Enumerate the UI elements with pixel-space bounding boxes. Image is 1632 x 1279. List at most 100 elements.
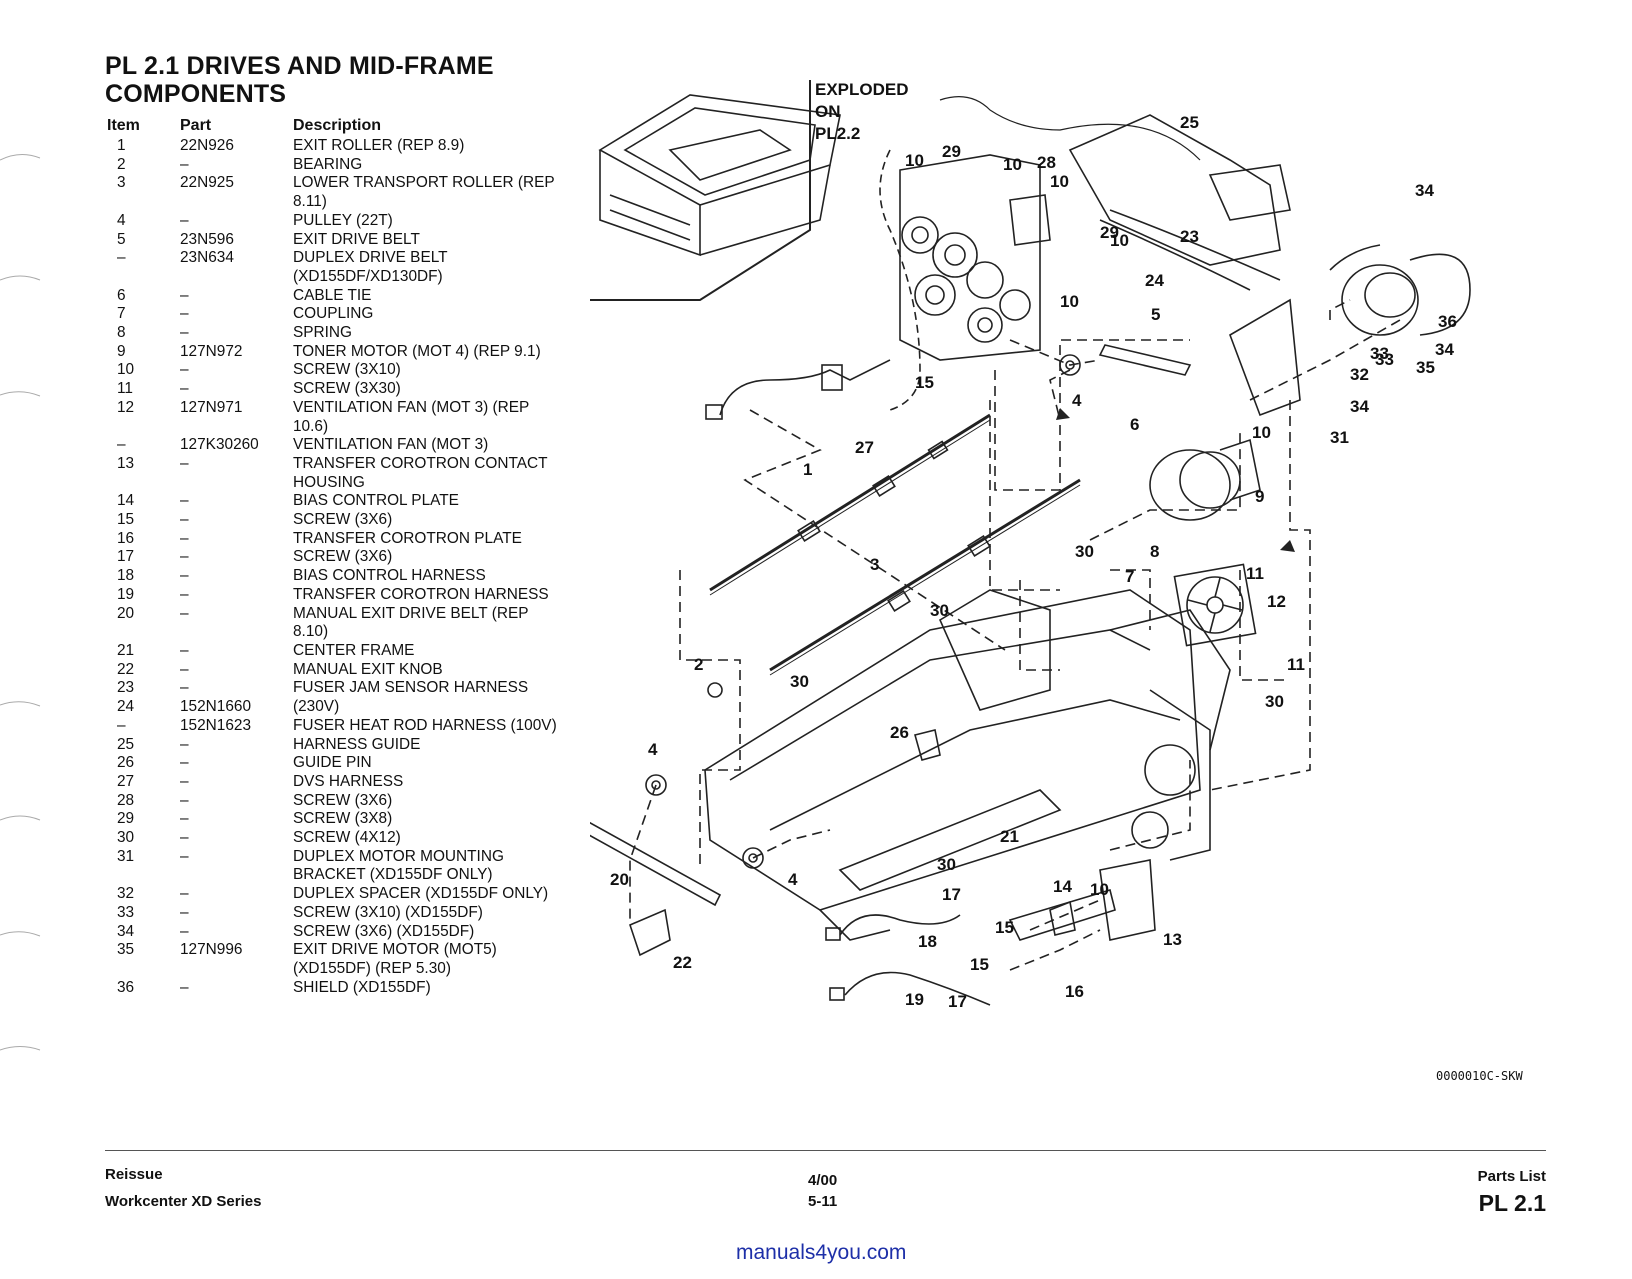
callout-11: 11 bbox=[1287, 655, 1305, 674]
callout-7: 7 bbox=[1125, 567, 1134, 586]
cell-part: – bbox=[180, 361, 189, 379]
drive-frame-assembly bbox=[899, 154, 1051, 361]
cell-part: 127N972 bbox=[180, 342, 243, 360]
margin-marks bbox=[0, 154, 41, 1051]
footer-reissue: Reissue bbox=[105, 1166, 163, 1183]
table-row: 15–SCREW (3X6) bbox=[105, 511, 575, 530]
cell-part: – bbox=[180, 324, 189, 342]
callout-9: 9 bbox=[1255, 487, 1264, 506]
callout-34: 34 bbox=[1415, 181, 1434, 200]
cell-part: 127N996 bbox=[180, 941, 243, 959]
callout-23: 23 bbox=[1180, 227, 1199, 246]
cell-item: 11 bbox=[117, 380, 133, 398]
table-row: 28–SCREW (3X6) bbox=[105, 792, 575, 811]
callout-17: 17 bbox=[948, 992, 967, 1011]
table-row: 10–SCREW (3X10) bbox=[105, 361, 575, 380]
callout-10: 10 bbox=[1252, 423, 1271, 442]
footer-parts-list-id: PL 2.1 bbox=[1478, 1190, 1546, 1216]
cell-item: 7 bbox=[117, 305, 126, 323]
cell-part: – bbox=[180, 922, 189, 940]
cell-description: SCREW (3X10) bbox=[293, 361, 401, 379]
footer-date: 4/00 bbox=[808, 1172, 838, 1189]
callout-18: 18 bbox=[918, 932, 937, 951]
callout-10: 10 bbox=[905, 151, 924, 170]
cell-part: 22N926 bbox=[180, 137, 234, 154]
table-header: Item Part Description bbox=[105, 117, 575, 137]
callout-17: 17 bbox=[942, 885, 961, 904]
exit-drive-motor bbox=[1229, 244, 1471, 417]
callout-29: 29 bbox=[942, 142, 961, 161]
cell-item: 31 bbox=[117, 847, 135, 865]
cell-description: SCREW (3X6) bbox=[293, 511, 393, 529]
cell-part: 22N925 bbox=[180, 174, 234, 192]
table-row: 14–BIAS CONTROL PLATE bbox=[105, 492, 575, 511]
cell-part: – bbox=[180, 885, 189, 903]
table-row: 21–CENTER FRAME bbox=[105, 642, 575, 661]
callout-10: 10 bbox=[1050, 172, 1069, 191]
drawing-code: 0000010C-SKW bbox=[1436, 1069, 1523, 1083]
callout-19: 19 bbox=[905, 990, 924, 1009]
table-row: 27–DVS HARNESS bbox=[105, 773, 575, 792]
callout-21: 21 bbox=[1000, 827, 1019, 846]
cell-description: VENTILATION FAN (MOT 3) bbox=[293, 436, 489, 454]
cell-description: EXIT DRIVE BELT bbox=[293, 230, 420, 248]
copier-inset bbox=[598, 94, 841, 257]
cell-item: 15 bbox=[117, 511, 135, 529]
cell-part: – bbox=[180, 735, 189, 753]
cell-item: 18 bbox=[117, 567, 135, 585]
cell-part: – bbox=[180, 641, 189, 659]
table-row: 16–TRANSFER COROTRON PLATE bbox=[105, 530, 575, 549]
watermark-link[interactable]: manuals4you.com bbox=[736, 1241, 907, 1264]
cell-item: 12 bbox=[117, 398, 135, 416]
cell-part: – bbox=[180, 155, 189, 173]
cell-item: 25 bbox=[117, 735, 135, 753]
cell-description: BIAS CONTROL HARNESS bbox=[293, 567, 486, 585]
cell-description: DUPLEX MOTOR MOUNTING BRACKET (XD155DF O… bbox=[293, 847, 504, 884]
cell-part: – bbox=[180, 585, 189, 603]
callout-20: 20 bbox=[610, 870, 629, 889]
table-row: 23–FUSER JAM SENSOR HARNESS bbox=[105, 679, 575, 698]
table-row: 31 – DUPLEX MOTOR MOUNTING BRACKET (XD155D… bbox=[105, 848, 575, 885]
cell-part: 152N1623 bbox=[180, 716, 252, 734]
cell-part: – bbox=[180, 791, 189, 809]
table-row: 2–BEARING bbox=[105, 156, 575, 175]
cell-part: – bbox=[180, 903, 189, 921]
footer-rule bbox=[105, 1150, 1546, 1151]
callout-5: 5 bbox=[1151, 305, 1160, 324]
cell-item: – bbox=[117, 716, 126, 734]
cell-part: 23N596 bbox=[180, 230, 234, 248]
table-row: 11–SCREW (3X30) bbox=[105, 380, 575, 399]
cell-item: 21 bbox=[117, 641, 135, 659]
cell-description: FUSER JAM SENSOR HARNESS bbox=[293, 679, 529, 697]
cell-item: 34 bbox=[117, 922, 135, 940]
callout-15: 15 bbox=[970, 955, 989, 974]
cell-item: 17 bbox=[117, 548, 135, 566]
cell-part: – bbox=[180, 847, 189, 865]
callout-25: 25 bbox=[1180, 113, 1199, 132]
cell-item: 5 bbox=[117, 230, 126, 248]
cell-part: – bbox=[180, 604, 189, 622]
cell-item: 6 bbox=[117, 286, 126, 304]
cell-item: 22 bbox=[117, 660, 135, 678]
table-row: 25 – HARNESS GUIDE bbox=[105, 736, 575, 755]
cell-part: – bbox=[180, 305, 189, 323]
callout-11: 11 bbox=[1246, 564, 1264, 583]
cell-description: TRANSFER COROTRON PLATE bbox=[293, 529, 522, 547]
table-row: 29–SCREW (3X8) bbox=[105, 810, 575, 829]
cell-description: VENTILATION FAN (MOT 3) (REP 10.6) bbox=[293, 398, 530, 435]
cell-part: – bbox=[180, 548, 189, 566]
callout-15: 15 bbox=[915, 373, 934, 392]
cell-part: – bbox=[180, 286, 189, 304]
table-row: 13–TRANSFER COROTRON CONTACT HOUSING bbox=[105, 455, 575, 492]
cell-description: HARNESS GUIDE bbox=[293, 735, 421, 753]
cell-item: 1 bbox=[117, 137, 126, 154]
cell-description: SCREW (3X10) (XD155DF) bbox=[293, 903, 483, 921]
callout-31: 31 bbox=[1330, 428, 1349, 447]
callout-10: 10 bbox=[1003, 155, 1022, 174]
callout-12: 12 bbox=[1267, 592, 1286, 611]
